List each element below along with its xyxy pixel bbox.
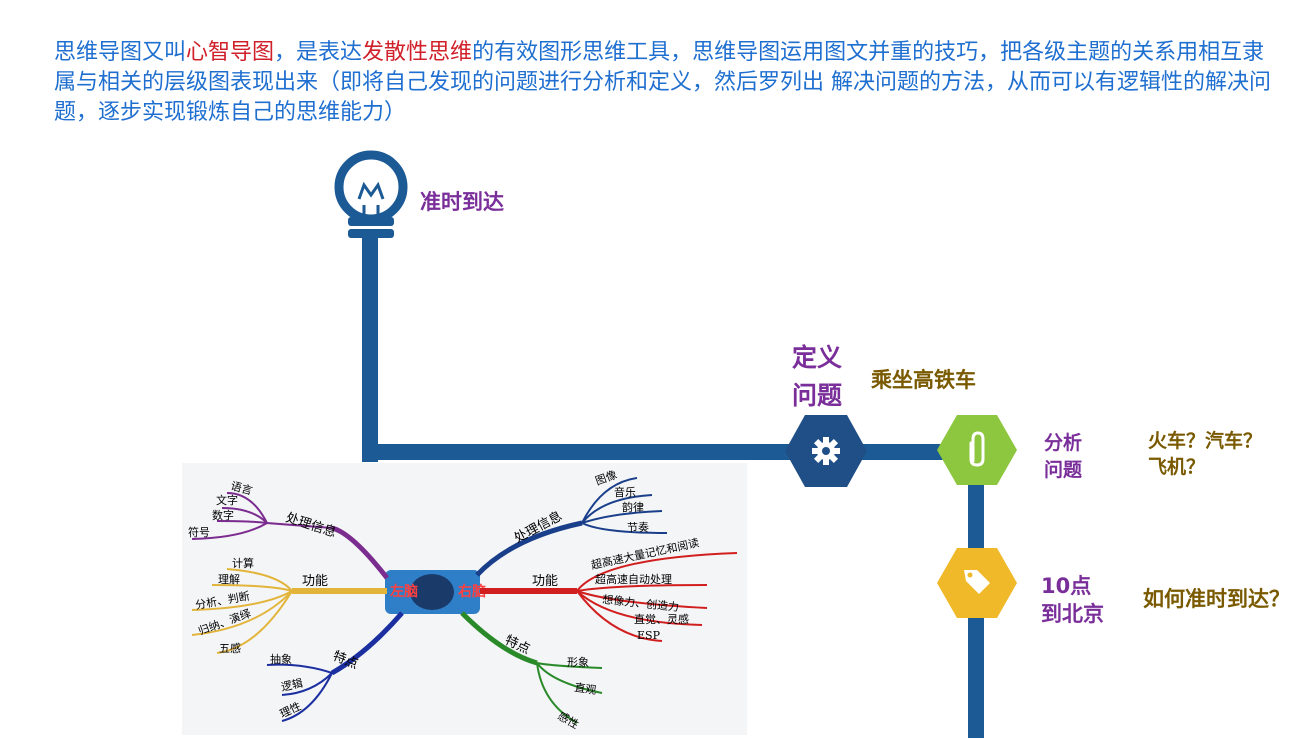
brain-mindmap: 左脑 右脑 处理信息 语言 文字 数字 符号 功能 计算 理解 分析、判断 归纳… — [182, 463, 747, 735]
brain-icon — [410, 574, 454, 610]
analyze-answer-1: 火车？汽车？ — [1148, 430, 1263, 452]
goal-label: 准时到达 — [420, 190, 504, 214]
gear-hexagon[interactable] — [785, 415, 867, 487]
paperclip-icon — [969, 431, 985, 467]
analyze-label-2: 问题 — [1044, 459, 1083, 481]
branch-right-processing — [475, 477, 668, 577]
right-features-item: 形象 — [567, 656, 589, 669]
analyze-answer-2: 飞机？ — [1148, 456, 1206, 478]
right-features-item: 直观 — [574, 680, 598, 697]
right-features-item: 感性 — [556, 708, 582, 731]
intro-text-3: 的有效图形思维工具，思维导图运用图文并重的技巧，把各级主题的关系用相互隶属与相关… — [54, 40, 1271, 125]
branch-left-function — [191, 568, 388, 654]
intro-paragraph: 思维导图又叫心智导图，是表达发散性思维的有效图形思维工具，思维导图运用图文并重的… — [54, 38, 1284, 128]
gear-icon — [812, 437, 840, 465]
branch-right-features — [460, 611, 603, 724]
left-processing-item: 语言 — [229, 479, 254, 497]
right-function-item: 超高速大量记忆和阅读 — [590, 535, 701, 572]
analyze-label-1: 分析 — [1044, 432, 1083, 454]
tag-hexagon[interactable] — [937, 548, 1017, 618]
intro-text-1: 思维导图又叫 — [54, 40, 187, 65]
lightbulb-icon — [334, 150, 408, 238]
intro-highlight-2: 发散性思维 — [362, 40, 473, 65]
pipe-horizontal — [362, 444, 982, 460]
right-processing-item: 音乐 — [614, 485, 636, 499]
pipe-vertical-left — [362, 238, 378, 462]
right-function-item: ESP — [637, 629, 661, 642]
analyze-hexagon[interactable] — [937, 415, 1017, 485]
left-features-item: 逻辑 — [280, 676, 304, 694]
intro-text-2: ，是表达 — [274, 40, 363, 65]
center-left-label: 左脑 — [389, 583, 418, 600]
branch-left-features — [266, 611, 404, 722]
left-features-item: 抽象 — [270, 652, 292, 666]
left-function-item: 理解 — [218, 572, 240, 586]
define-answer: 乘坐高铁车 — [871, 368, 976, 392]
left-processing-item: 文字 — [216, 493, 238, 507]
branch-left-processing — [191, 492, 389, 580]
left-function-label: 功能 — [302, 574, 328, 589]
right-function-item: 直觉、灵感 — [634, 612, 689, 626]
branch-right-function — [479, 552, 738, 642]
define-problem-label-2: 问题 — [792, 381, 843, 410]
tag-icon — [964, 570, 990, 594]
define-problem-label-1: 定义 — [792, 343, 843, 372]
left-function-item: 计算 — [232, 556, 254, 570]
center-right-label: 右脑 — [457, 583, 486, 600]
right-function-item: 超高速自动处理 — [595, 572, 672, 586]
right-processing-item: 韵律 — [622, 500, 644, 514]
right-processing-item: 节奏 — [627, 521, 649, 534]
left-processing-label: 处理信息 — [284, 510, 338, 541]
tag-label-1: 10点 — [1041, 574, 1092, 598]
intro-highlight-1: 心智导图 — [186, 40, 275, 65]
left-function-item: 五感 — [219, 642, 241, 655]
tag-label-2: 到北京 — [1041, 602, 1104, 626]
left-features-item: 理性 — [277, 699, 303, 721]
right-function-label: 功能 — [532, 574, 558, 589]
left-function-item: 归纳、演绎 — [196, 606, 252, 638]
left-processing-item: 符号 — [188, 526, 210, 539]
left-processing-item: 数字 — [212, 508, 234, 522]
tag-answer: 如何准时到达？ — [1143, 587, 1290, 611]
